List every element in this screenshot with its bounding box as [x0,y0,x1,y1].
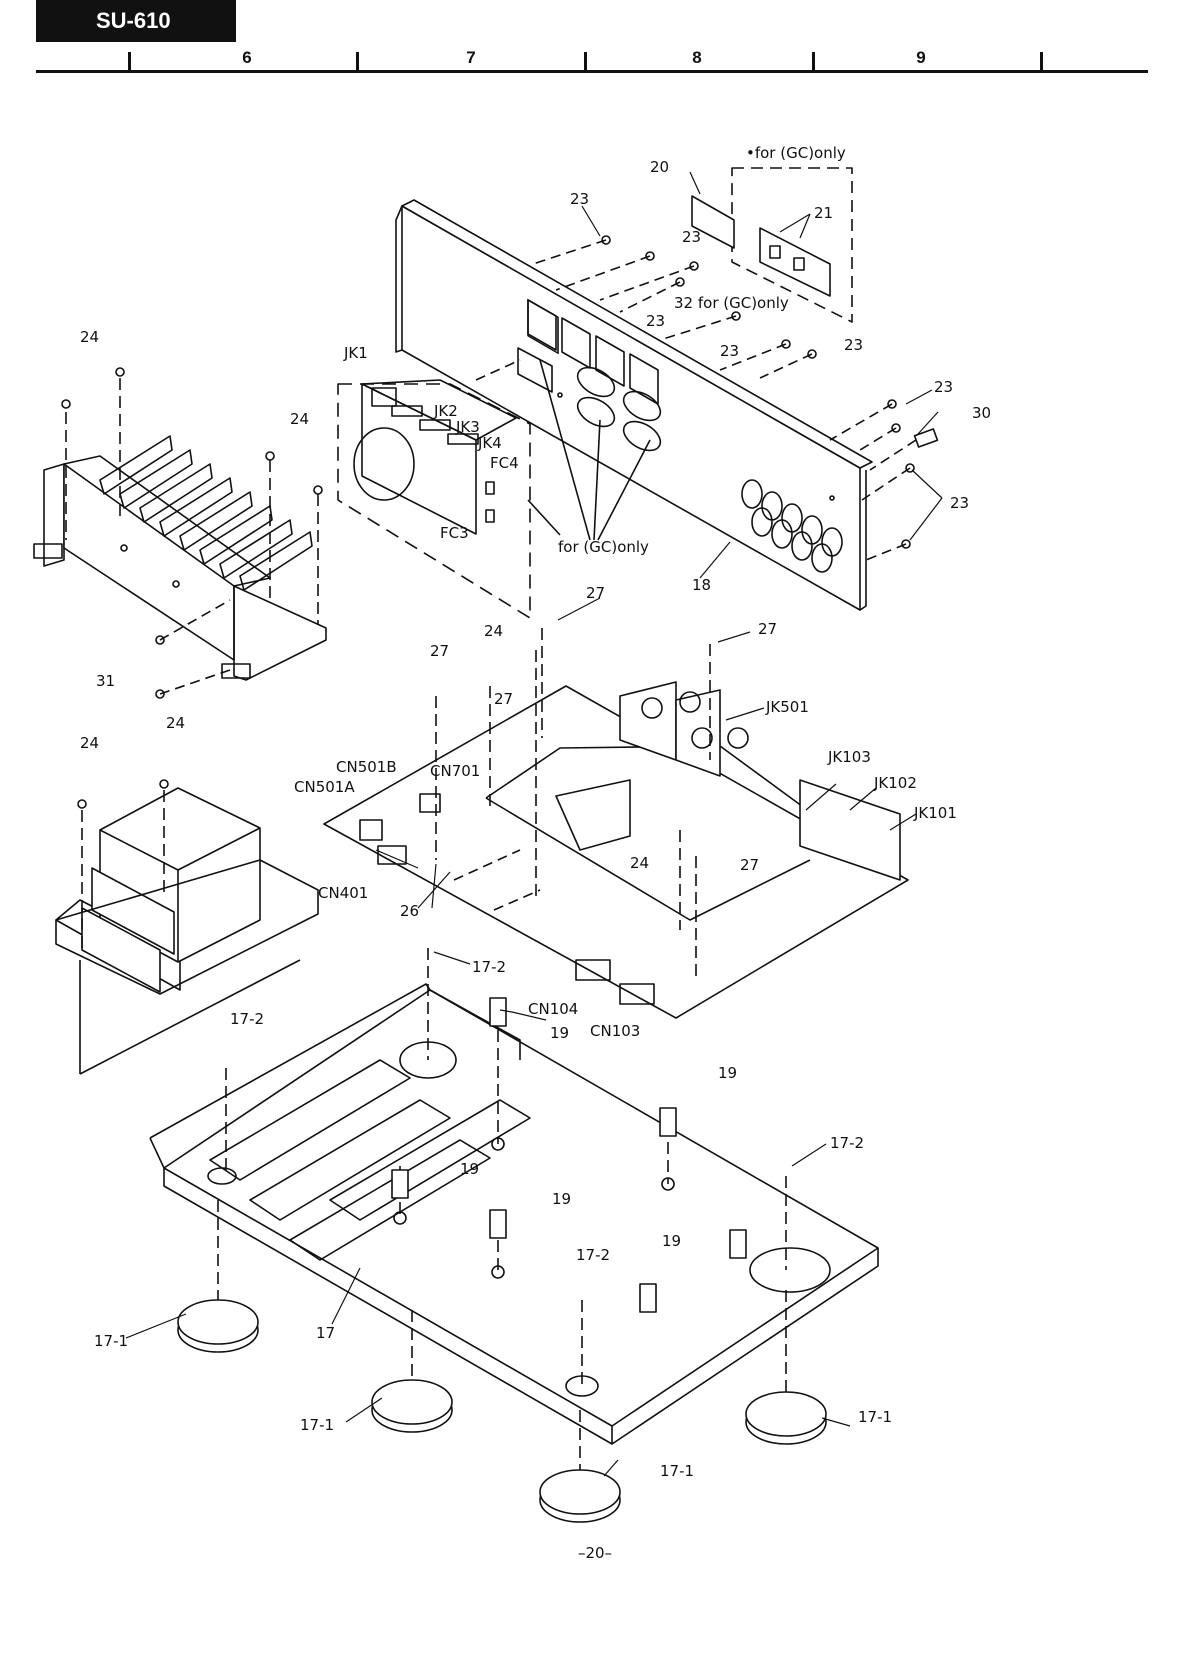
label-27: 27 [430,642,449,660]
column-label: 7 [466,48,476,67]
leader-lines [125,171,943,1477]
label-jk501: JK501 [765,698,809,716]
label-jk3: JK3 [455,418,480,436]
ruler-tick [584,52,587,72]
label-17-2: 17-2 [472,958,506,976]
label-17-1: 17-1 [300,1416,334,1434]
label-cn701: CN701 [430,762,480,780]
ruler-tick [356,52,359,72]
label-24: 24 [290,410,309,428]
label-20: 20 [650,158,669,176]
label-jk1: JK1 [343,344,368,362]
label-17: 17 [316,1324,335,1342]
label-23: 23 [570,190,589,208]
label-cn501b: CN501B [336,758,397,776]
label-26: 26 [400,902,419,920]
ruler-tick [812,52,815,72]
label-fc3: FC3 [440,524,469,542]
heat-sink [33,367,327,699]
label-jk2: JK2 [433,402,458,420]
label-19: 19 [550,1024,569,1042]
input-jack-board [337,347,553,619]
label-23: 23 [646,312,665,330]
label-cn401: CN401 [318,884,368,902]
label-24: 24 [166,714,185,732]
power-transformer [55,779,319,1075]
column-label: 8 [692,48,702,67]
gc-only-leaders [527,359,651,541]
label-23: 23 [682,228,701,246]
label-31: 31 [96,672,115,690]
bottom-chassis [149,948,879,1476]
column-label: 9 [916,48,926,67]
model-label: SU-610 [36,0,236,42]
label-27: 27 [740,856,759,874]
callout-labels: •for (GC)only 20 21 23 23 32 for (GC)onl… [80,144,991,1480]
label-23: 23 [844,336,863,354]
label-17-1: 17-1 [858,1408,892,1426]
column-label: 6 [242,48,252,67]
main-pcb [323,628,909,1019]
label-27: 27 [758,620,777,638]
page-number: –20– [577,1544,613,1562]
spacers-19 [391,997,747,1313]
label-19: 19 [662,1232,681,1250]
label-27: 27 [586,584,605,602]
label-30: 30 [972,404,991,422]
label-cn103: CN103 [590,1022,640,1040]
label-23: 23 [934,378,953,396]
gc-only-bracket-box [691,167,853,323]
label-gc-only-top: •for (GC)only [746,144,846,162]
label-19: 19 [460,1160,479,1178]
label-jk102: JK102 [873,774,917,792]
label-19: 19 [718,1064,737,1082]
label-24: 24 [80,328,99,346]
label-27: 27 [494,690,513,708]
label-cn501a: CN501A [294,778,355,796]
label-21: 21 [814,204,833,222]
label-17-1: 17-1 [94,1332,128,1350]
label-23: 23 [720,342,739,360]
label-23: 23 [950,494,969,512]
rear-panel [395,199,873,611]
label-gc-only-mid: for (GC)only [558,538,649,556]
label-fc4: FC4 [490,454,519,472]
label-jk103: JK103 [827,748,871,766]
label-24: 24 [80,734,99,752]
label-cn104: CN104 [528,1000,578,1018]
label-19: 19 [552,1190,571,1208]
label-24: 24 [630,854,649,872]
label-jk101: JK101 [913,804,957,822]
label-17-1: 17-1 [660,1462,694,1480]
label-32: 32 for (GC)only [674,294,789,312]
ruler-tick [1040,52,1043,72]
label-17-2: 17-2 [576,1246,610,1264]
label-17-2: 17-2 [230,1010,264,1028]
screws-23 [529,235,939,561]
label-18: 18 [692,576,711,594]
label-jk4: JK4 [477,434,502,452]
label-24: 24 [484,622,503,640]
label-17-2: 17-2 [830,1134,864,1152]
feet-17-1 [177,1299,827,1523]
ruler-tick [128,52,131,72]
column-ruler [36,70,1148,73]
